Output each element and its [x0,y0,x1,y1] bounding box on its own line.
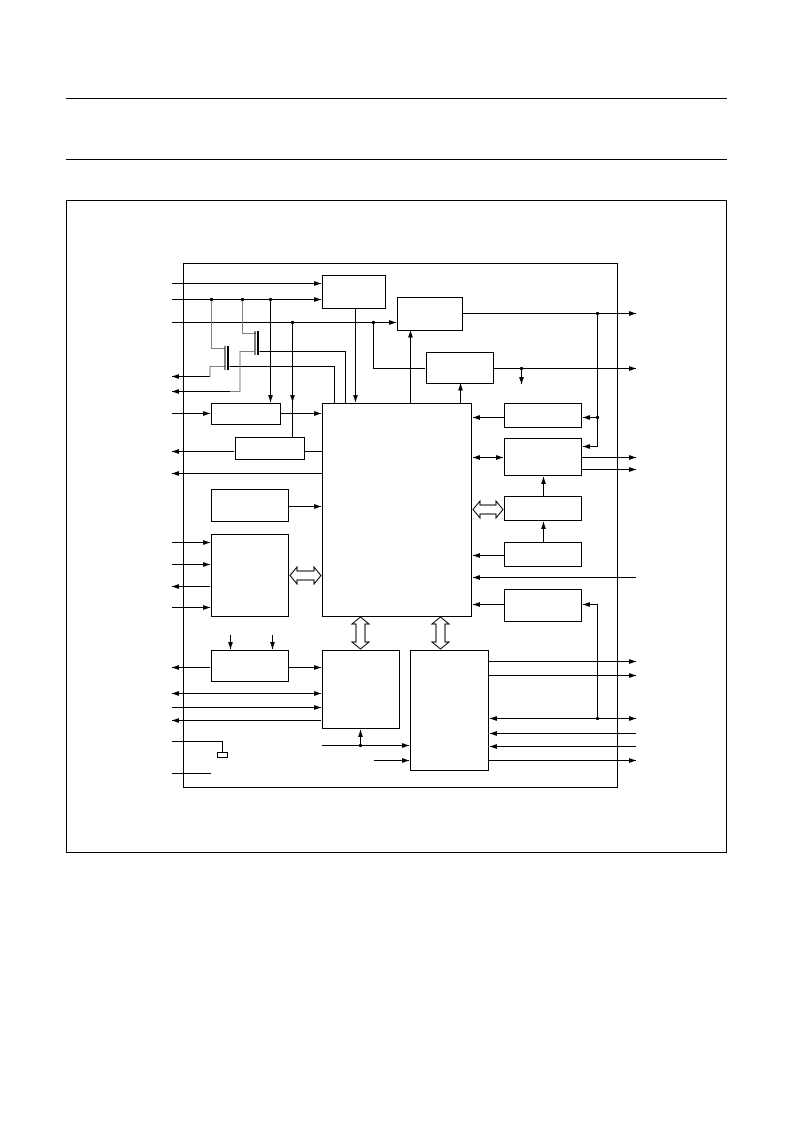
block-core [322,403,472,617]
block-bottom-1 [322,650,400,729]
block-right-3 [504,496,582,521]
block-left-4 [211,534,289,617]
bus-arrow-right [472,499,504,520]
ground-symbol [217,752,228,758]
block-right-2 [504,438,582,476]
header-rule-bottom [66,159,727,160]
block-right-1 [504,403,582,428]
block-bottom-2 [410,650,489,771]
bus-arrow-left [289,565,322,586]
figure-frame [66,200,727,853]
bus-arrow-bottom-2 [430,616,451,650]
block-left-1 [211,403,281,425]
block-top-3 [426,352,494,384]
bus-arrow-bottom-1 [350,616,371,650]
block-left-2 [235,437,305,460]
header-rule-top [66,98,727,99]
chip-outline [183,263,618,788]
block-top-2 [397,297,463,331]
block-left-5 [211,650,289,682]
block-left-3 [211,489,289,522]
block-right-4 [504,542,582,567]
block-right-5 [504,589,582,622]
block-top-1 [322,275,386,309]
